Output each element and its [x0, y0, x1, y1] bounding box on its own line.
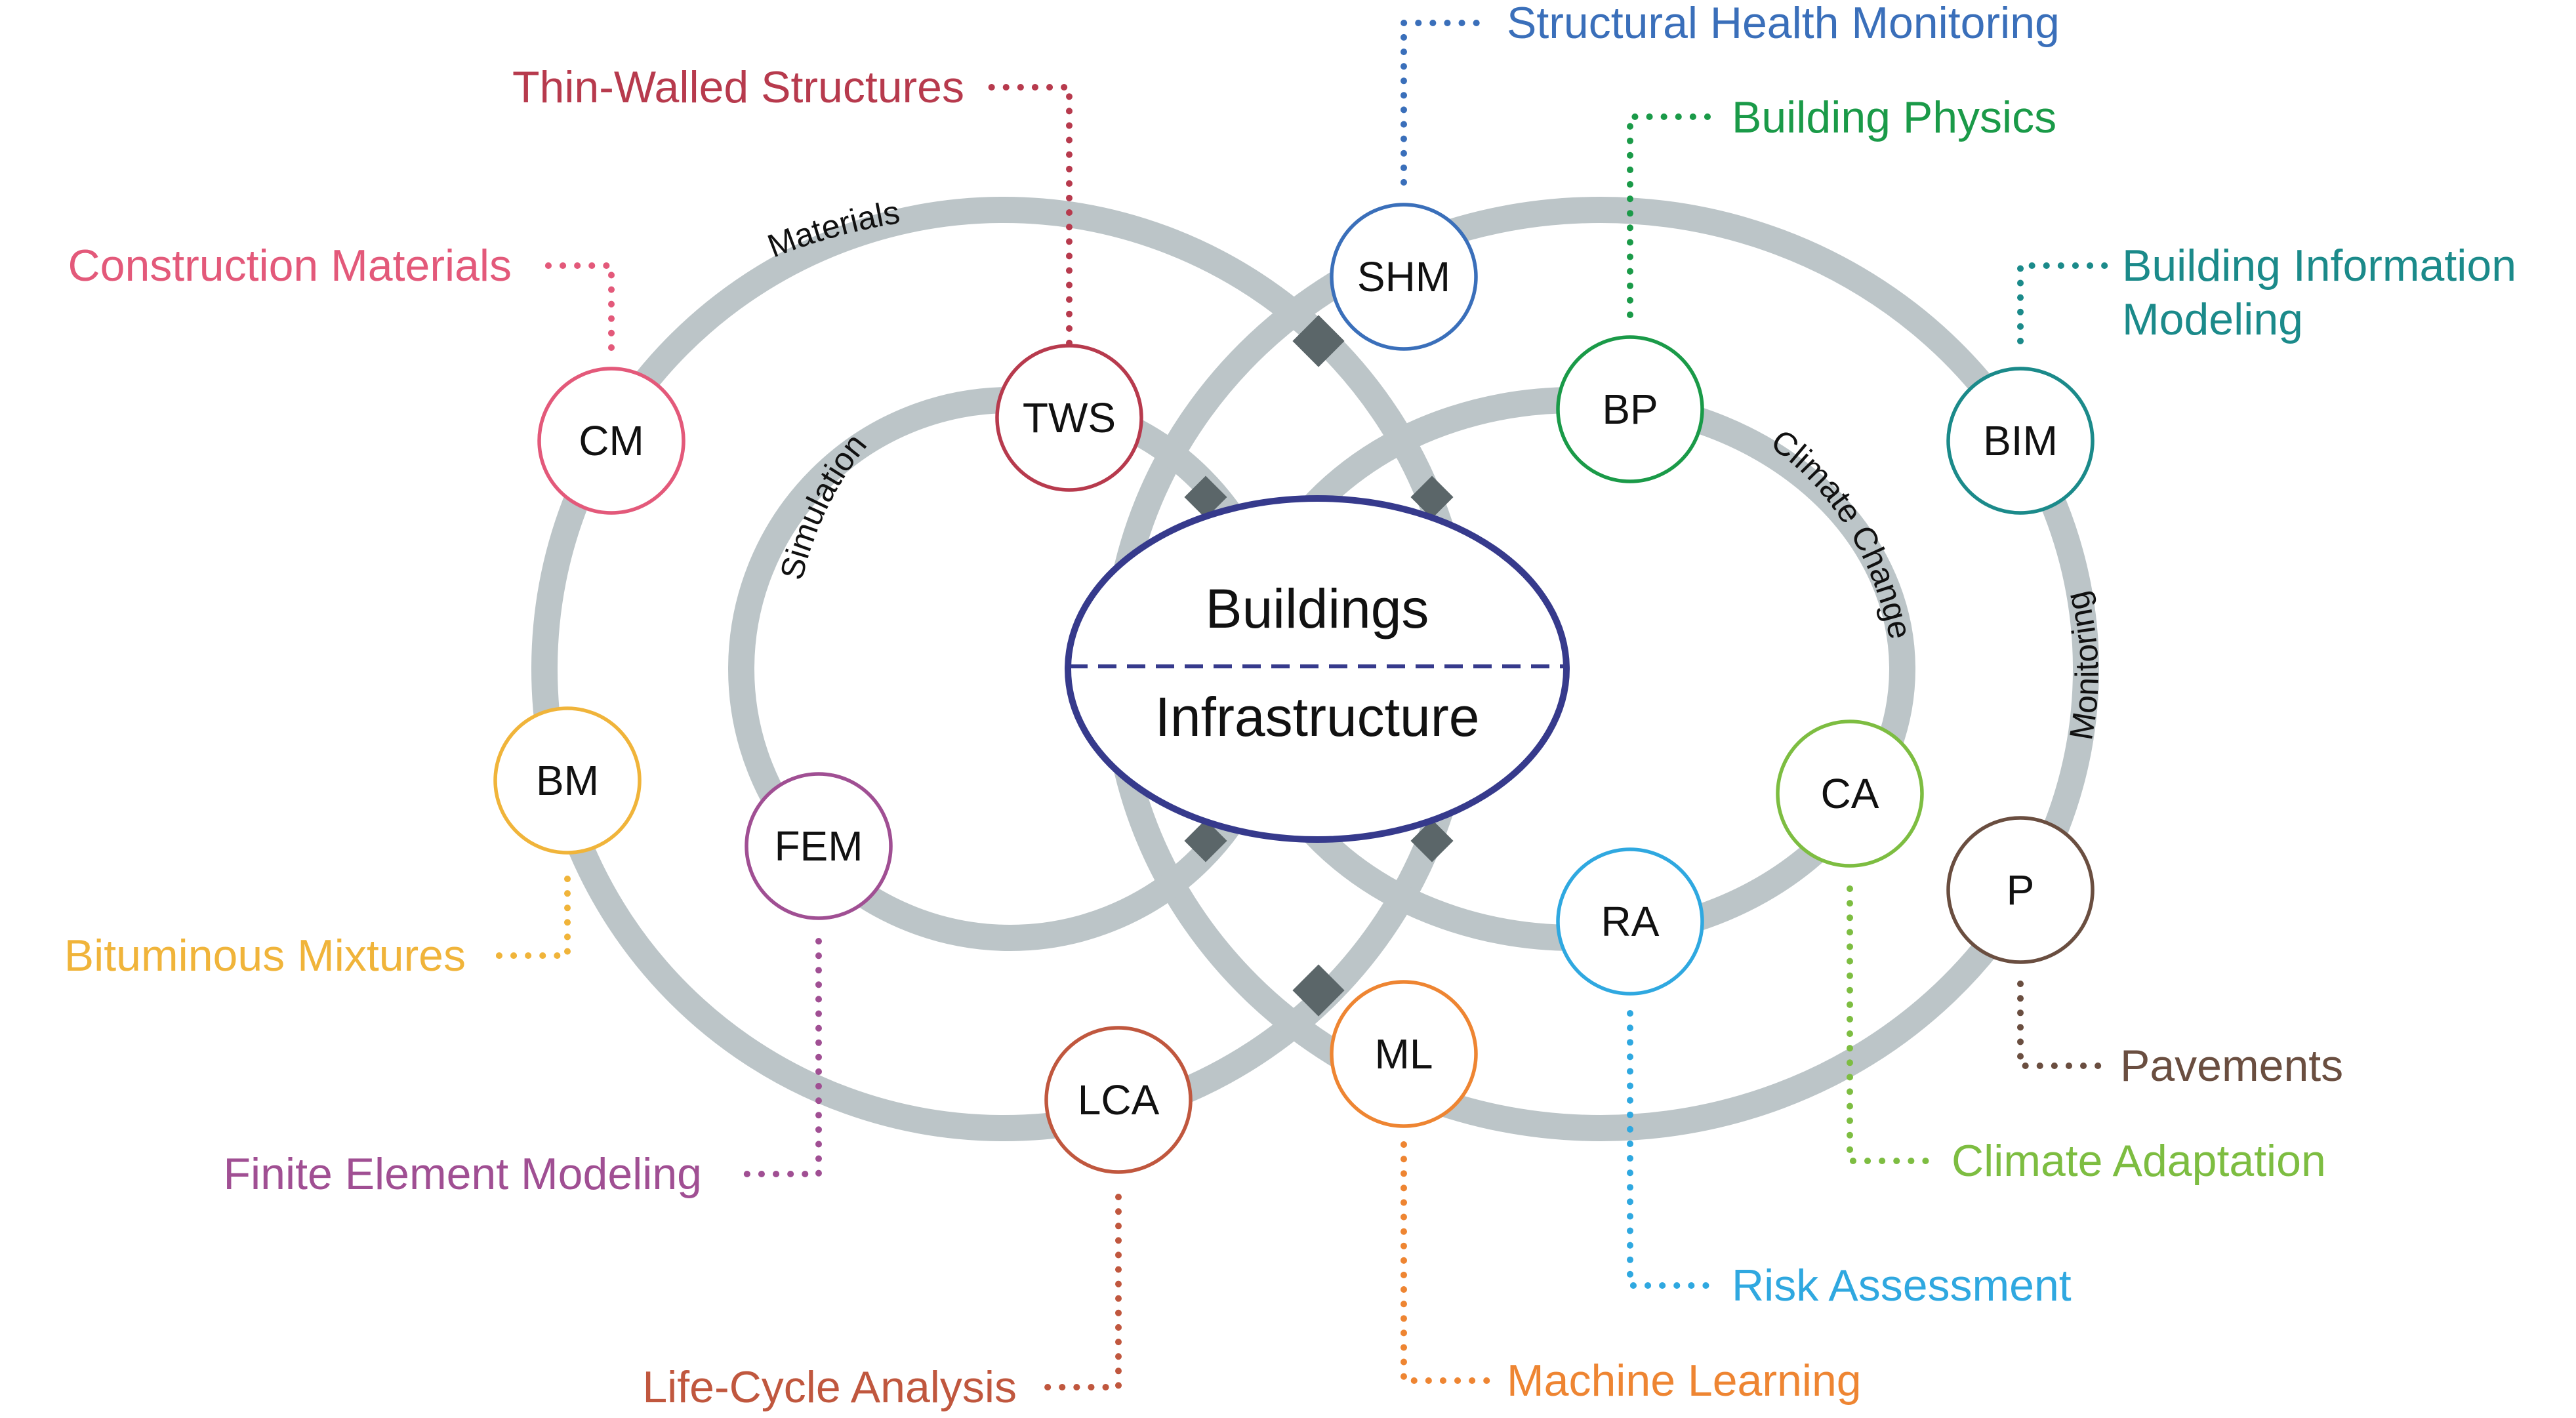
ml-leader-line — [1400, 1141, 1492, 1384]
ring-crossing-marker — [1410, 819, 1454, 862]
label-building-physics: Building Physics — [1732, 92, 2056, 142]
label-machine-learning: Machine Learning — [1507, 1356, 1862, 1406]
fem-leader-line — [735, 938, 822, 1177]
node-bim: BIM — [1946, 367, 2095, 515]
label-bim-line-2: Modeling — [2122, 294, 2303, 344]
node-ra: RA — [1556, 847, 1704, 996]
ring-crossing-marker — [1410, 476, 1454, 519]
shm-leader-line — [1400, 20, 1492, 186]
bim-leader-line — [2017, 262, 2109, 344]
node-bm-abbr: BM — [536, 757, 599, 804]
label-bim-line-1: Building Information — [2122, 241, 2516, 291]
node-bp: BP — [1556, 335, 1704, 483]
node-tws: TWS — [995, 344, 1143, 492]
node-shm: SHM — [1330, 203, 1478, 351]
center-ellipse: Buildings Infrastructure — [1065, 495, 1570, 843]
node-ca-abbr: CA — [1821, 770, 1879, 817]
label-life-cycle-analysis: Life-Cycle Analysis — [642, 1362, 1017, 1412]
node-fem: FEM — [745, 772, 893, 920]
node-cm-abbr: CM — [579, 417, 644, 464]
climate-change-ring-label: Climate Change — [1765, 422, 1919, 642]
label-finite-element-modeling: Finite Element Modeling — [224, 1149, 702, 1199]
ring-crossing-marker — [1292, 315, 1345, 367]
node-shm-abbr: SHM — [1357, 253, 1450, 300]
label-climate-adaptation: Climate Adaptation — [1952, 1136, 2326, 1186]
node-ra-abbr: RA — [1601, 898, 1660, 945]
node-p-abbr: P — [2007, 866, 2035, 914]
label-bituminous-mixtures: Bituminous Mixtures — [64, 931, 466, 981]
ca-leader-line — [1847, 885, 1935, 1164]
node-lca-abbr: LCA — [1078, 1076, 1160, 1124]
bm-leader-line — [482, 876, 571, 959]
node-ca: CA — [1776, 719, 1924, 868]
node-tws-abbr: TWS — [1023, 394, 1116, 441]
ring-crossing-marker — [1184, 819, 1227, 862]
lca-leader-line — [1033, 1194, 1122, 1390]
center-title-infrastructure: Infrastructure — [1155, 686, 1480, 748]
ring-crossing-marker — [1292, 964, 1345, 1017]
node-p: P — [1946, 816, 2095, 964]
p-leader-line — [2017, 981, 2106, 1069]
tws-leader-line — [984, 84, 1073, 346]
node-cm: CM — [537, 367, 685, 515]
label-building-information-modeling: Building Information Modeling — [2122, 241, 2529, 344]
node-bim-abbr: BIM — [1983, 417, 2058, 464]
label-thin-walled-structures: Thin-Walled Structures — [512, 62, 964, 112]
ring-crossing-marker — [1184, 476, 1227, 519]
center-title-buildings: Buildings — [1206, 578, 1429, 639]
monitoring-ring-label: Monitoring — [2058, 588, 2105, 742]
node-bm: BM — [493, 706, 642, 855]
node-ml: ML — [1330, 980, 1478, 1128]
cm-leader-line — [535, 262, 615, 351]
ra-leader-line — [1627, 1010, 1719, 1289]
node-fem-abbr: FEM — [774, 822, 863, 870]
node-lca: LCA — [1044, 1026, 1193, 1174]
label-structural-health-monitoring: Structural Health Monitoring — [1507, 0, 2060, 48]
label-risk-assessment: Risk Assessment — [1732, 1261, 2072, 1310]
node-ml-abbr: ML — [1375, 1030, 1433, 1078]
node-bp-abbr: BP — [1602, 386, 1658, 433]
label-construction-materials: Construction Materials — [68, 241, 512, 291]
label-pavements: Pavements — [2120, 1041, 2343, 1091]
